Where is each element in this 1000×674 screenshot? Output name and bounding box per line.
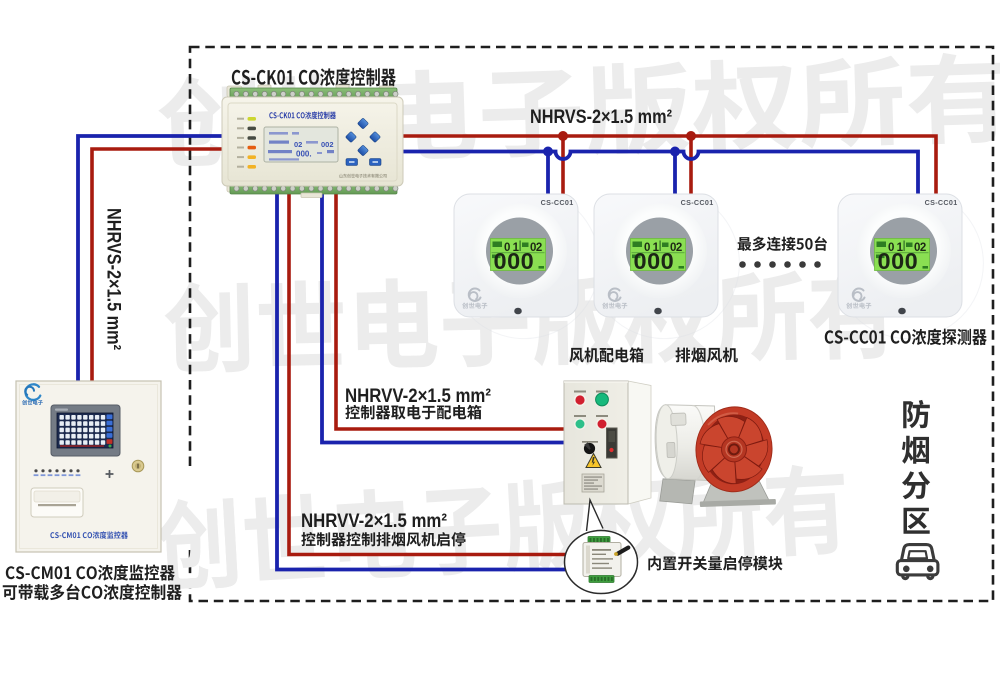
svg-text:NHRVV-2×1.5 mm²: NHRVV-2×1.5 mm² — [301, 511, 447, 532]
svg-text:NHRVS-2×1.5 mm²: NHRVS-2×1.5 mm² — [103, 208, 125, 350]
svg-text:02: 02 — [294, 140, 302, 149]
svg-text:NHRVV-2×1.5 mm²: NHRVV-2×1.5 mm² — [345, 386, 491, 407]
svg-text:000.: 000. — [296, 150, 312, 159]
svg-text:NHRVS-2×1.5 mm²: NHRVS-2×1.5 mm² — [530, 106, 672, 128]
svg-text:002: 002 — [321, 140, 334, 149]
